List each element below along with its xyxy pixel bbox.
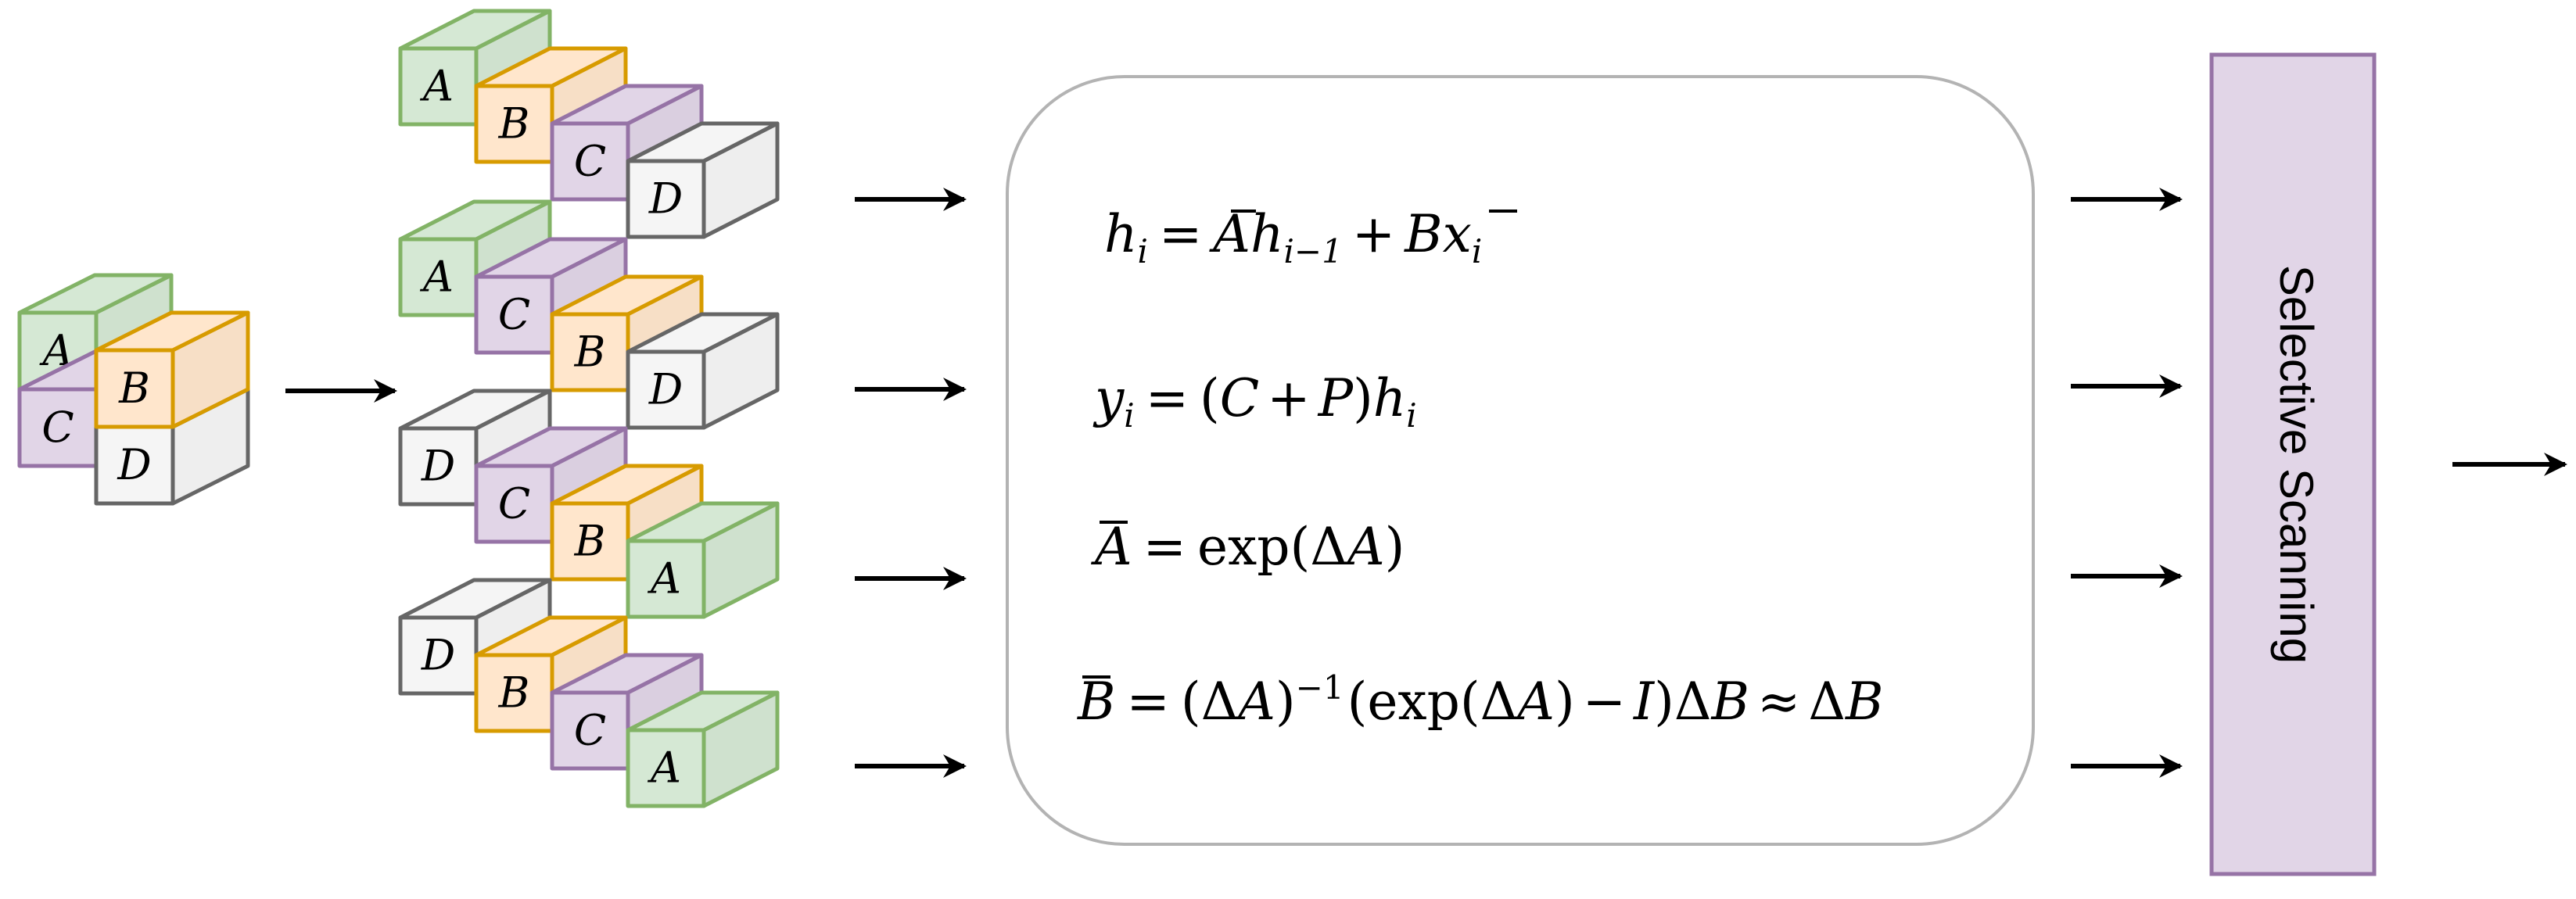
equation-b-bar: B=(ΔA)−1(exp(ΔA)−I)ΔB≈ΔB	[1077, 668, 1884, 732]
svg-text:B=(ΔA)−1(exp(ΔA)−I)ΔB≈ΔB: B=(ΔA)−1(exp(ΔA)−I)ΔB≈ΔB	[1077, 668, 1884, 732]
equation-output: yi=(C+P)hi	[1092, 368, 1417, 435]
cube-letter: C	[498, 290, 530, 339]
cube-letter: B	[574, 517, 606, 566]
cube-letter: A	[419, 62, 454, 111]
cube-letter: B	[498, 668, 530, 718]
cube-letter: A	[647, 743, 681, 793]
equation-box	[1006, 75, 2035, 846]
cube-letter: D	[648, 174, 683, 224]
cube-letter: C	[41, 403, 74, 452]
arrows-box-to-panel	[2071, 188, 2183, 778]
cube-letter: D	[421, 442, 455, 491]
cube-letter: B	[118, 364, 150, 413]
cube-letter: C	[574, 706, 606, 755]
cube-letter: D	[421, 631, 455, 680]
svg-text:A=exp(ΔA): A=exp(ΔA)	[1090, 517, 1405, 577]
svg-text:hi=Ahi−1+Bxi: hi=Ahi−1+Bxi	[1104, 204, 1482, 270]
sequence-3-cube-a: A	[626, 501, 780, 619]
cube-letter: D	[648, 365, 683, 414]
equation-a-bar: A=exp(ΔA)	[1090, 517, 1405, 577]
cube-letter: C	[498, 479, 530, 528]
arrows-sequences-to-box	[855, 188, 967, 778]
cube-letter: A	[419, 253, 454, 302]
selective-scanning-label: Selective Scanning	[2270, 265, 2323, 664]
input-cube-b: B	[94, 310, 250, 429]
svg-text:yi=(C+P)hi: yi=(C+P)hi	[1092, 368, 1417, 435]
cube-letter: B	[498, 99, 530, 149]
cube-letter: B	[574, 328, 606, 377]
cube-letter: D	[117, 440, 151, 489]
equation-hidden-state: hi=Ahi−1+Bxi	[1104, 204, 1517, 270]
cube-letter: A	[647, 554, 681, 604]
selective-scanning-panel: Selective Scanning	[2209, 52, 2377, 876]
sequence-1-cube-d: D	[626, 121, 780, 239]
sequence-4-cube-a: A	[626, 690, 780, 808]
sequence-2-cube-d: D	[626, 312, 780, 430]
cube-letter: C	[574, 137, 606, 186]
